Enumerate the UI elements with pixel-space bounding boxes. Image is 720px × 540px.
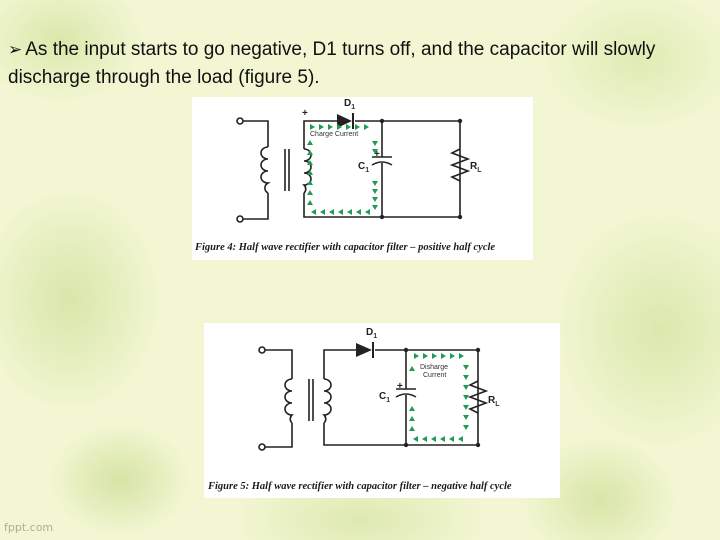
capacitor-label: C1 — [358, 161, 369, 174]
discharge-current-label-2: Current — [423, 372, 446, 379]
cap-plus-sign: + — [397, 381, 403, 392]
figure-5-negative-half-cycle: D1 + C1 RL Disharge Current Figure 5: Ha… — [204, 323, 560, 498]
bullet-text: As the input starts to go negative, D1 t… — [8, 39, 656, 88]
figure-4-caption: Figure 4: Half wave rectifier with capac… — [195, 242, 496, 253]
diode-label: D1 — [366, 327, 377, 340]
load-label: RL — [470, 161, 482, 174]
discharge-current-arrows — [409, 353, 469, 442]
diode-label: D1 — [344, 98, 355, 111]
figure-5-caption: Figure 5: Half wave rectifier with capac… — [208, 481, 512, 492]
figure-4-circuit-diagram: D1 + + C1 RL Charge Current — [236, 98, 482, 223]
capacitor-label: C1 — [379, 391, 390, 404]
discharge-current-label-1: Disharge — [420, 364, 448, 371]
arrow-bullet-icon: ➢ — [8, 40, 23, 60]
figure-5-circuit-diagram: D1 + C1 RL Disharge Current — [258, 327, 500, 451]
cap-plus-sign: + — [374, 149, 380, 160]
load-label: RL — [488, 395, 500, 408]
plus-sign: + — [302, 108, 308, 119]
charge-current-label: Charge Current — [310, 131, 358, 138]
watermark-logo: fppt.com — [4, 521, 54, 534]
charge-current-arrows — [307, 124, 378, 215]
slide-body-text: ➢As the input starts to go negative, D1 … — [8, 36, 713, 92]
figure-4-positive-half-cycle: D1 + + C1 RL Charge Current Figure 4: Ha… — [192, 97, 533, 260]
